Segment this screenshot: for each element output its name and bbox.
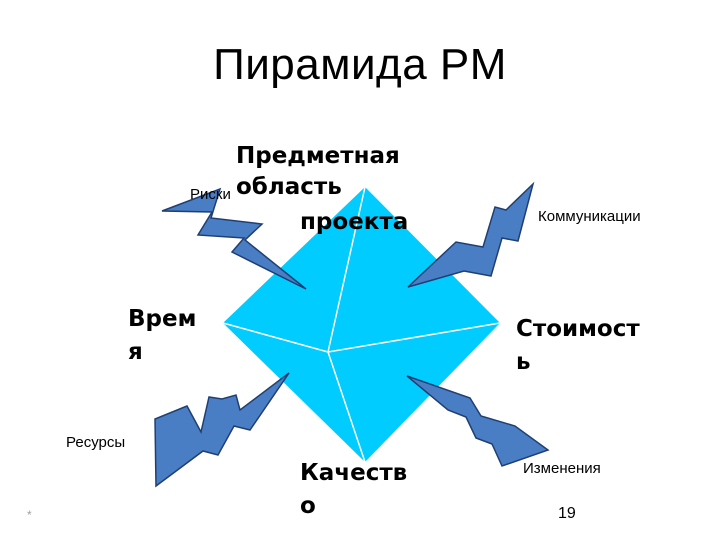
resources-lightning-icon [154,372,290,488]
slide-title: Пирамида PM [213,40,507,89]
scope-label-line2: область [236,174,342,200]
scope-label-line3: проекта [300,209,409,235]
scope-label-line1: Предметная [236,143,400,169]
cost-label-line1: Стоимост [516,316,640,342]
cost-label-line2: ь [516,349,531,375]
quality-label-line2: о [300,493,316,519]
changes-lightning-icon [406,375,550,467]
pyramid-edges [222,186,501,463]
resources-label: Ресурсы [66,434,126,451]
time-label-line1: Врем [128,306,197,332]
risks-lightning-icon [161,187,307,290]
footer-mark: * [27,508,32,522]
communications-label: Коммуникации [538,208,641,225]
communications-lightning-icon [407,181,535,288]
time-label-line2: я [128,339,143,365]
quality-label-line1: Качеств [300,460,408,486]
changes-label: Изменения [523,460,601,477]
page-number: 19 [558,505,576,522]
risks-label: Риски [190,186,231,203]
